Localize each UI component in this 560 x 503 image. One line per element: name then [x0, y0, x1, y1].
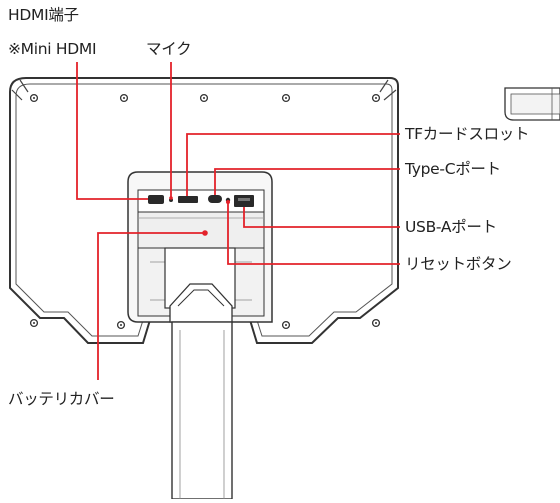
label-mini-hdmi-note: ※Mini HDMI: [8, 40, 97, 58]
corner-bevel-top-left: [11, 79, 29, 101]
callout-reset: [227, 202, 400, 265]
stand-hinge: [169, 283, 233, 323]
tf-card-slot-shape: [178, 196, 198, 203]
label-hdmi-port: HDMI端子: [8, 6, 79, 24]
battery-cover-panel: [137, 211, 265, 249]
corner-bevel-top-right: [379, 79, 397, 101]
label-battery-cover: バッテリカバー: [8, 390, 115, 408]
callout-hdmi: [76, 62, 148, 200]
label-reset-button: リセットボタン: [405, 255, 512, 273]
callout-type-c: [214, 168, 400, 195]
label-microphone: マイク: [146, 40, 192, 58]
label-usb-a-port: USB-Aポート: [405, 218, 497, 236]
hdmi-port-shape: [148, 195, 164, 204]
type-c-port-shape: [208, 195, 222, 203]
callout-endpoints: [169, 196, 230, 236]
label-tf-card-slot: TFカードスロット: [405, 125, 530, 143]
callout-tf-card: [186, 133, 400, 196]
callout-battery-cover: [97, 232, 205, 380]
callout-lines: [76, 62, 400, 380]
side-view-fragment: [504, 87, 560, 121]
stand-pole: [171, 321, 233, 500]
callout-usb-a: [243, 207, 400, 228]
label-type-c-port: Type-Cポート: [405, 160, 501, 178]
